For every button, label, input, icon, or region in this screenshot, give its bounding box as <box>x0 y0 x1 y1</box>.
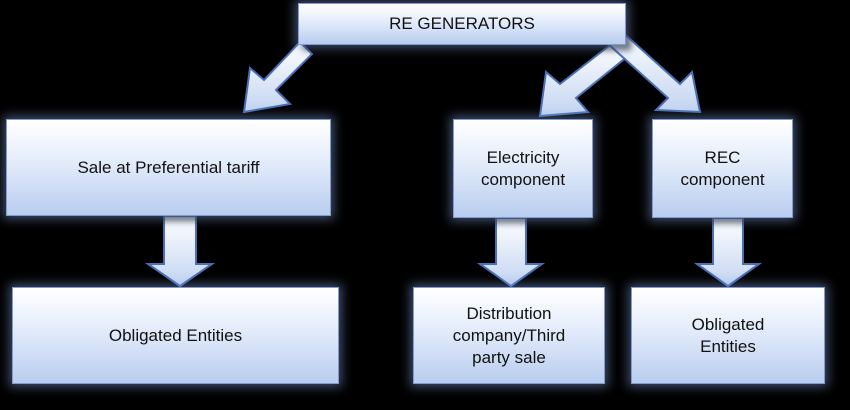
arrow-to-obligated-entities-right <box>693 217 763 288</box>
arrow-to-rec-component <box>604 28 702 114</box>
re-generators-box: RE GENERATORS <box>298 3 626 45</box>
arrow-to-distribution-company <box>476 217 546 288</box>
distribution-company-label: Distribution company/Third party sale <box>452 303 566 367</box>
electricity-component-box: Electricity component <box>453 119 593 218</box>
arrow-to-electricity-component <box>538 40 630 118</box>
preferential-tariff-box: Sale at Preferential tariff <box>6 119 331 216</box>
obligated-entities-right-box: Obligated Entities <box>631 287 825 384</box>
obligated-entities-left-label: Obligated Entities <box>108 325 243 345</box>
arrow-to-preferential-tariff <box>242 40 314 114</box>
arrow-to-obligated-entities-left <box>144 215 216 288</box>
re-generators-label: RE GENERATORS <box>389 14 535 33</box>
preferential-tariff-label: Sale at Preferential tariff <box>77 157 260 177</box>
electricity-component-label: Electricity component <box>480 147 566 189</box>
rec-component-label: REC component <box>680 147 765 189</box>
obligated-entities-right-label: Obligated Entities <box>691 314 765 356</box>
distribution-company-box: Distribution company/Third party sale <box>413 287 605 384</box>
rec-component-box: REC component <box>652 119 793 218</box>
obligated-entities-left-box: Obligated Entities <box>12 287 339 384</box>
